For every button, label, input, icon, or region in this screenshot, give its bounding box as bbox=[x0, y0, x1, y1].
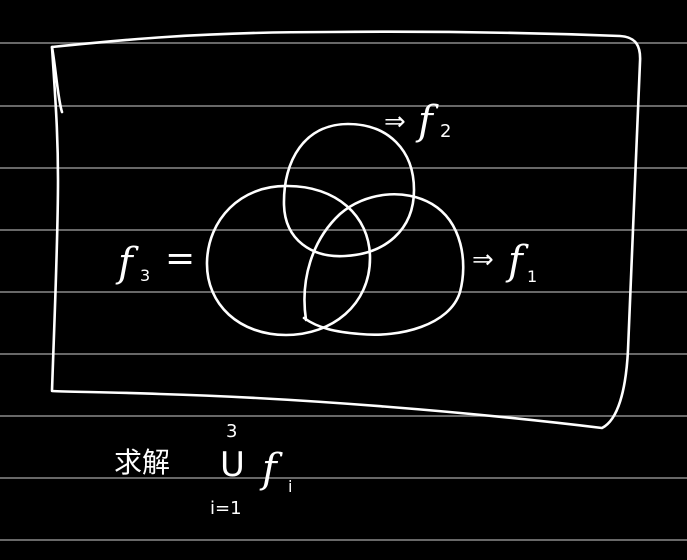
caption-function: f bbox=[259, 446, 283, 492]
caption-lower-limit: i=1 bbox=[210, 498, 242, 519]
label-f3-equals: = bbox=[165, 238, 195, 279]
label-f2-arrow: ⇒ bbox=[384, 107, 406, 137]
caption-function-subscript: i bbox=[288, 477, 292, 496]
caption-upper-limit: 3 bbox=[226, 421, 237, 442]
set-f1-circle bbox=[302, 193, 465, 336]
label-f3-letter: f bbox=[115, 240, 139, 286]
label-f2-letter: f bbox=[415, 98, 439, 144]
label-f1-subscript: 1 bbox=[527, 267, 537, 286]
label-f2-subscript: 2 bbox=[440, 121, 451, 142]
universal-set-rectangle bbox=[50, 30, 642, 430]
label-f3: f 3 = bbox=[115, 238, 195, 286]
label-f1-arrow: ⇒ bbox=[472, 245, 494, 275]
ruled-lines bbox=[0, 42, 687, 541]
caption-prefix: 求解 bbox=[114, 446, 170, 479]
label-f3-subscript: 3 bbox=[140, 266, 150, 285]
caption-formula: 求解 3 U i=1 f i bbox=[114, 421, 292, 519]
rectangle-corner-stroke bbox=[50, 45, 64, 114]
caption-union-symbol: U bbox=[220, 445, 245, 485]
label-f2: ⇒ f 2 bbox=[384, 98, 451, 144]
label-f1: ⇒ f 1 bbox=[472, 238, 537, 286]
label-f1-letter: f bbox=[505, 238, 529, 284]
set-f3-circle bbox=[205, 184, 372, 337]
set-f2-circle bbox=[282, 122, 416, 258]
